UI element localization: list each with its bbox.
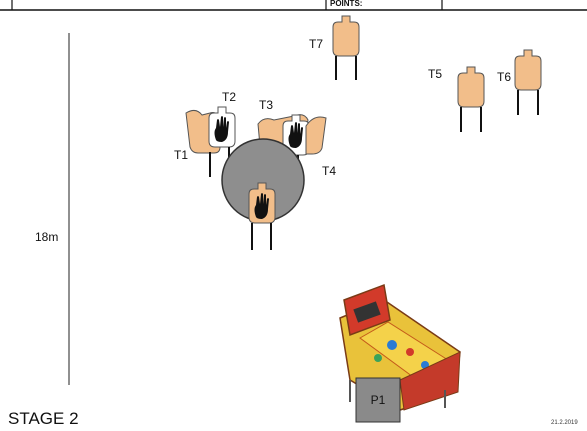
header-points-label: POINTS: xyxy=(330,0,362,8)
distance-label: 18m xyxy=(35,230,58,244)
position-label: P1 xyxy=(371,393,386,407)
target-t4: T4 xyxy=(221,138,336,250)
target-t4-label: T4 xyxy=(322,164,336,178)
target-t6-label: T6 xyxy=(497,70,511,84)
target-t1-label: T1 xyxy=(174,148,188,162)
target-t7: T7 xyxy=(309,15,360,80)
target-t3-label: T3 xyxy=(259,98,273,112)
target-t7-label: T7 xyxy=(309,37,323,51)
target-t2-label: T2 xyxy=(222,90,236,104)
target-t6: T6 xyxy=(497,49,542,115)
header-table: POINTS: xyxy=(0,0,587,11)
stage-title: STAGE 2 xyxy=(8,409,79,428)
footer-date: 21.2.2019 xyxy=(551,420,578,426)
distance-scale: 18m xyxy=(35,33,70,385)
shooting-position-p1: P1 xyxy=(355,377,401,423)
target-t5-label: T5 xyxy=(428,67,442,81)
target-t5: T5 xyxy=(428,66,485,132)
